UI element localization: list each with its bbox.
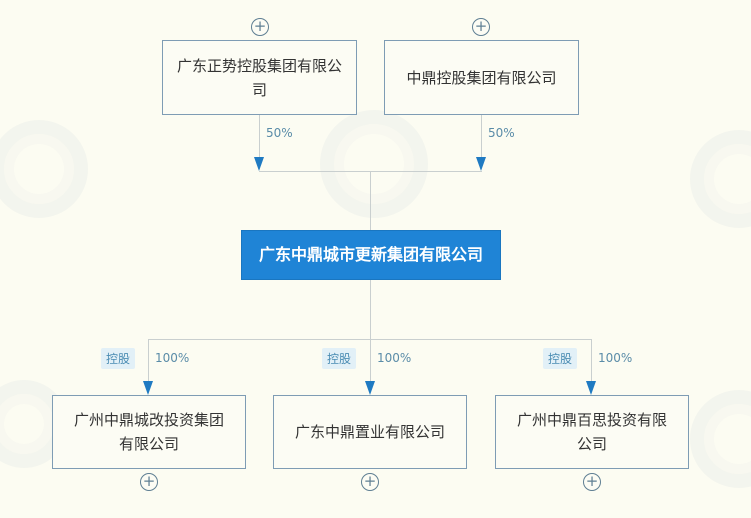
shareholder-percent: 50% <box>488 126 515 140</box>
connector-line <box>481 115 482 157</box>
subsidiary-node-2[interactable]: 广州中鼎百思投资有限公司 <box>495 395 689 469</box>
connector-line <box>148 339 592 340</box>
watermark-logo <box>320 110 428 218</box>
shareholder-node-1[interactable]: 中鼎控股集团有限公司 <box>384 40 579 115</box>
subsidiary-percent: 100% <box>155 351 190 365</box>
expand-subsidiary-2-button[interactable]: + <box>583 473 601 491</box>
watermark-logo <box>690 390 751 488</box>
subsidiary-percent: 100% <box>377 351 412 365</box>
arrow-down-icon <box>365 381 375 395</box>
subsidiary-node-0[interactable]: 广州中鼎城改投资集团有限公司 <box>52 395 246 469</box>
connector-line <box>370 171 371 230</box>
shareholder-percent: 50% <box>266 126 293 140</box>
arrow-down-icon <box>476 157 486 171</box>
plus-circle-icon: + <box>363 472 377 490</box>
plus-circle-icon: + <box>253 17 267 35</box>
arrow-down-icon <box>586 381 596 395</box>
watermark-logo <box>0 120 88 218</box>
plus-circle-icon: + <box>585 472 599 490</box>
subsidiary-name: 广州中鼎城改投资集团有限公司 <box>73 411 224 453</box>
relation-badge: 控股 <box>543 348 578 369</box>
connector-line <box>370 280 371 381</box>
subsidiary-node-1[interactable]: 广东中鼎置业有限公司 <box>273 395 467 469</box>
plus-circle-icon: + <box>474 17 488 35</box>
arrow-down-icon <box>254 157 264 171</box>
subsidiary-name: 广州中鼎百思投资有限公司 <box>516 411 667 453</box>
relation-badge: 控股 <box>322 348 357 369</box>
shareholder-name: 中鼎控股集团有限公司 <box>406 68 557 87</box>
watermark-logo <box>690 130 751 228</box>
subsidiary-percent: 100% <box>598 351 633 365</box>
connector-line <box>259 115 260 157</box>
expand-shareholder-1-button[interactable]: + <box>472 18 490 36</box>
arrow-down-icon <box>143 381 153 395</box>
relation-badge: 控股 <box>101 348 136 369</box>
plus-circle-icon: + <box>142 472 156 490</box>
main-company-name: 广东中鼎城市更新集团有限公司 <box>258 245 483 264</box>
shareholder-node-0[interactable]: 广东正势控股集团有限公司 <box>162 40 357 115</box>
connector-line <box>591 339 592 381</box>
subsidiary-name: 广东中鼎置业有限公司 <box>294 423 445 441</box>
connector-line <box>148 339 149 381</box>
shareholder-name: 广东正势控股集团有限公司 <box>177 56 343 99</box>
expand-subsidiary-1-button[interactable]: + <box>361 473 379 491</box>
main-company-node[interactable]: 广东中鼎城市更新集团有限公司 <box>241 230 501 280</box>
expand-subsidiary-0-button[interactable]: + <box>140 473 158 491</box>
expand-shareholder-0-button[interactable]: + <box>251 18 269 36</box>
